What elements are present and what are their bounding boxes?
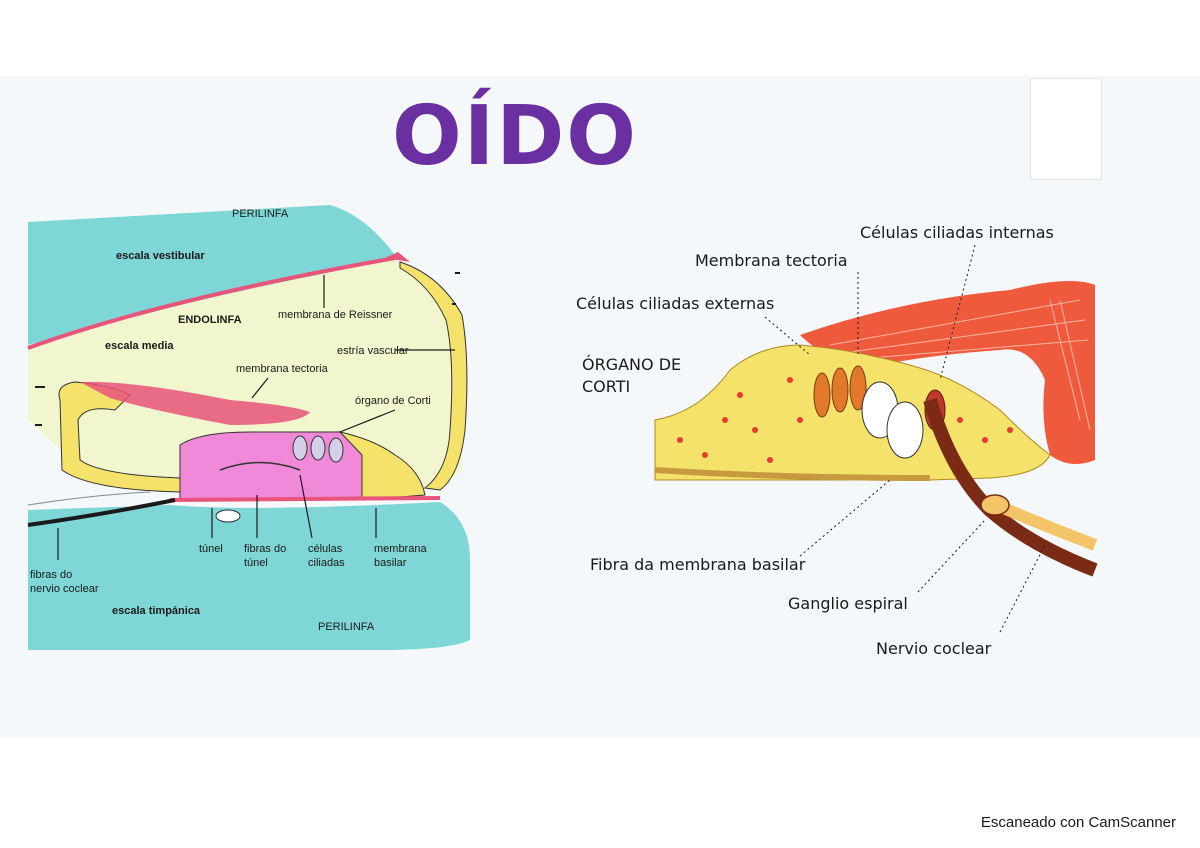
escala-timpanica-label: escala timpánica [112, 605, 201, 617]
right-corti-diagram: Células ciliadas internas Membrana tecto… [576, 223, 1098, 658]
basilar-label: basilar [374, 557, 407, 569]
celulas-label: células [308, 543, 343, 555]
scala-tympani-region [28, 502, 470, 650]
inner-sulcus-cells [58, 381, 181, 493]
perilinfa-bottom-label: PERILINFA [318, 621, 375, 633]
escala-media-label: escala media [105, 340, 174, 352]
left-cochlea-diagram: PERILINFA escala vestibular ENDOLINFA me… [27, 205, 470, 650]
organo-corti-line2: CORTI [582, 377, 630, 396]
fibras-tunel-label: túnel [244, 557, 268, 569]
escala-vestibular-label: escala vestibular [116, 250, 205, 262]
ganglio-label: Ganglio espiral [788, 594, 908, 613]
membrana-tectoria-right-label: Membrana tectoria [695, 251, 848, 270]
estria-vascular-label: estría vascular [337, 345, 409, 357]
fibra-basilar-label: Fibra da membrana basilar [590, 555, 806, 574]
reissner-membrane [27, 256, 396, 350]
organo-corti-label: órgano de Corti [355, 395, 431, 407]
scala-vestibuli-region [28, 205, 395, 345]
celulas-internas-label: Células ciliadas internas [860, 223, 1054, 242]
basilar-fiber [654, 467, 931, 481]
fibras-nervio-label-1: fibras do [30, 569, 72, 581]
tunel-label: túnel [199, 543, 223, 555]
membrana-label: membrana [374, 543, 427, 555]
fibras-do-label: fibras do [244, 543, 286, 555]
organ-of-corti-body [654, 344, 1051, 481]
endolinfa-label: ENDOLINFA [178, 314, 242, 326]
ciliadas-label: ciliadas [308, 557, 345, 569]
tectorial-membrane [80, 381, 310, 425]
organo-corti-line1: ÓRGANO DE [582, 355, 681, 374]
membrana-tectoria-label: membrana tectoria [236, 363, 329, 375]
celulas-externas-label: Células ciliadas externas [576, 294, 774, 313]
page-title: OÍDO [392, 89, 638, 184]
membrana-reissner-label: membrana de Reissner [278, 309, 393, 321]
nervio-label: Nervio coclear [876, 639, 992, 658]
tectorial-membrane-band [800, 281, 1095, 464]
stria-vascularis [399, 261, 468, 491]
scanner-watermark: Escaneado con CamScanner [980, 814, 1176, 831]
perilinfa-top-label: PERILINFA [232, 208, 289, 220]
blank-panel [1030, 78, 1102, 180]
fibras-nervio-label-2: nervio coclear [30, 583, 99, 595]
